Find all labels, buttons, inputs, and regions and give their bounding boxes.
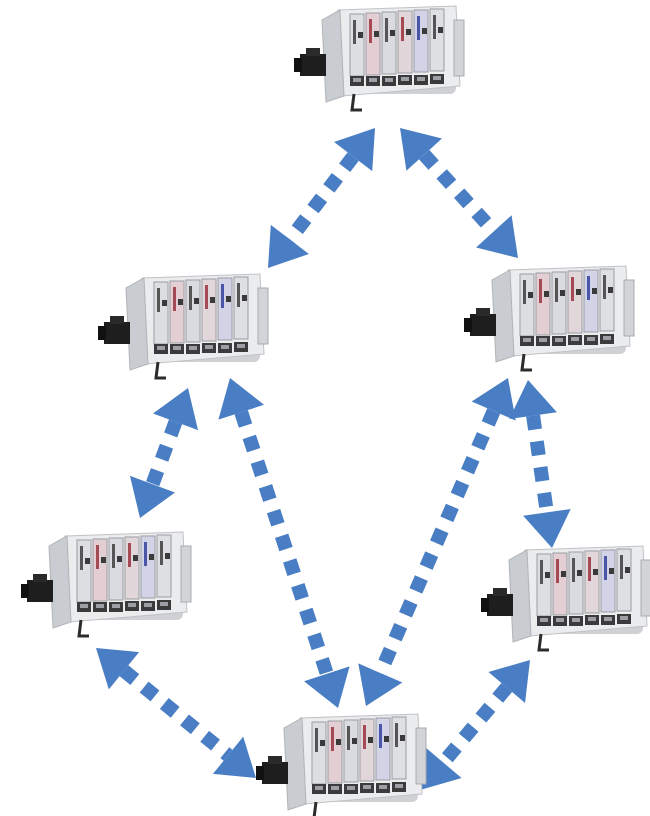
arrowhead [523, 508, 571, 548]
device-node-bottom [254, 712, 428, 816]
arrowhead [488, 660, 530, 703]
arrowhead [268, 224, 309, 268]
arrowhead [153, 388, 199, 431]
arrowhead [471, 378, 516, 421]
device-node-top [292, 4, 466, 112]
arrowhead [358, 663, 403, 706]
link-arrow-upper-left-to-lower-left [129, 388, 199, 518]
arrowhead [212, 736, 256, 778]
link-arrow-upper-left-to-bottom [218, 378, 350, 708]
arrowhead [334, 128, 375, 172]
link-arrow-lower-left-to-bottom [96, 648, 256, 778]
link-arrow-top-to-upper-left [268, 128, 375, 268]
link-arrow-upper-right-to-lower-right [509, 380, 571, 548]
arrowhead [129, 475, 175, 518]
link-shaft [373, 408, 501, 676]
arrowhead [303, 666, 350, 708]
link-shaft [437, 682, 513, 768]
link-arrow-lower-right-to-bottom [420, 660, 530, 790]
arrowhead [420, 747, 462, 790]
link-arrow-top-to-upper-right [400, 128, 518, 258]
arrowhead [509, 380, 557, 420]
link-shaft [119, 665, 233, 761]
arrowhead [96, 648, 140, 690]
link-shaft [419, 149, 499, 237]
device-node-upper-left [96, 272, 270, 380]
device-node-lower-left [19, 530, 193, 638]
arrowhead [218, 378, 265, 420]
link-shaft [284, 152, 359, 244]
link-shaft [145, 419, 183, 487]
link-shaft [234, 410, 334, 676]
device-node-upper-right [462, 264, 636, 372]
device-node-lower-right [479, 544, 650, 652]
link-arrow-upper-right-to-bottom [358, 378, 516, 706]
arrowhead [400, 128, 442, 171]
link-shaft [526, 414, 554, 514]
arrowhead [476, 215, 518, 258]
links-layer [96, 128, 571, 790]
